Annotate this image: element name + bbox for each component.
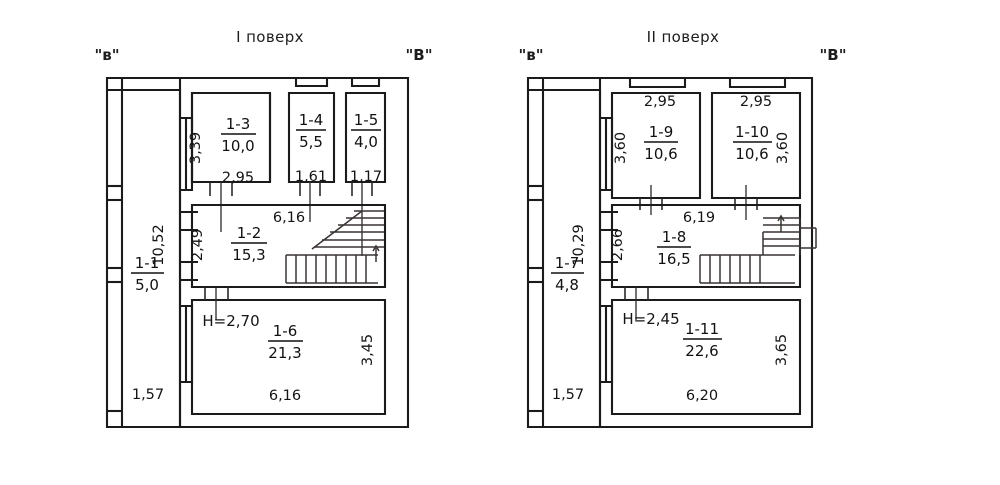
door-ticks-upper-floor-1 (209, 182, 373, 256)
room-1-9-area: 10,6 (644, 145, 677, 163)
room-1-3-area: 10,0 (221, 137, 254, 155)
dim-1-5-1-17: 1,17 (350, 169, 382, 185)
room-1-2-number: 1-2 (237, 224, 262, 242)
room-1-6-floor-1 (190, 287, 387, 416)
dim-1-3-2-95: 2,95 (222, 170, 254, 186)
room-1-10-floor-2 (710, 78, 802, 200)
dim-1-2-2-49: 2,49 (190, 229, 206, 261)
ceiling-height-floor-1: H=2,70 (202, 312, 259, 330)
dim-1-8-2-66: 2,66 (610, 229, 626, 261)
outer-walls-floor-2 (526, 76, 814, 429)
dim-1-9-2-95: 2,95 (644, 94, 676, 110)
plan-title-floor-2: II поверх (647, 28, 720, 46)
dim-bottom-1-57-floor-2: 1,57 (552, 387, 584, 403)
dim-1-10-2-95: 2,95 (740, 94, 772, 110)
dim-1-3-3-39: 3,39 (188, 132, 204, 164)
plan-floor-1: I поверх "в" "В" (94, 28, 433, 429)
staircase-floor-2 (699, 214, 817, 284)
room-1-11-number: 1-11 (685, 320, 719, 338)
dim-1-6-6-16: 6,16 (269, 388, 301, 404)
section-mark-right-floor-2: "В" (819, 46, 846, 64)
room-1-6-area: 21,3 (268, 344, 301, 362)
room-1-4-floor-1 (287, 78, 336, 184)
room-1-7-number: 1-7 (555, 254, 580, 272)
section-mark-left-floor-1: "в" (94, 46, 119, 64)
room-1-3-number: 1-3 (226, 115, 251, 133)
room-1-1-area: 5,0 (135, 276, 159, 294)
section-mark-right-floor-1: "В" (405, 46, 432, 64)
section-mark-left-floor-2: "в" (518, 46, 543, 64)
dim-1-10-3-60: 3,60 (775, 132, 791, 164)
room-1-7-area: 4,8 (555, 276, 579, 294)
room-1-8-number: 1-8 (662, 228, 687, 246)
room-1-2-area: 15,3 (232, 246, 265, 264)
dim-1-6-3-45: 3,45 (360, 334, 376, 366)
room-1-2-floor-1 (190, 203, 387, 289)
dim-1-2-6-16: 6,16 (273, 210, 305, 226)
dim-1-9-3-60: 3,60 (613, 132, 629, 164)
room-1-11-floor-2 (610, 287, 802, 416)
dim-left-10-52: 10,52 (151, 224, 167, 266)
dim-1-8-6-19: 6,19 (683, 210, 715, 226)
dim-bottom-1-57: 1,57 (132, 387, 164, 403)
room-1-9-floor-2 (610, 78, 702, 200)
room-1-10-area: 10,6 (735, 145, 768, 163)
ceiling-height-floor-2: H=2,45 (622, 310, 679, 328)
plan-title-floor-1: I поверх (236, 28, 304, 46)
outer-walls-floor-1 (105, 76, 410, 429)
dim-left-10-29: 10,29 (571, 224, 587, 266)
dim-1-11-6-20: 6,20 (686, 388, 718, 404)
room-1-10-number: 1-10 (735, 123, 769, 141)
dim-1-4-1-61: 1,61 (295, 169, 327, 185)
room-1-11-area: 22,6 (685, 342, 718, 360)
room-1-5-area: 4,0 (354, 133, 378, 151)
dimensions-floor-1: 10,52 1,57 1-1 5,0 2,49 1-2 15,3 6,16 3,… (131, 111, 382, 404)
plan-floor-2: II поверх "в" "В" (518, 28, 847, 429)
room-1-6-number: 1-6 (273, 322, 298, 340)
room-1-5-floor-1 (344, 78, 387, 184)
room-1-1-number: 1-1 (135, 254, 160, 272)
room-1-5-number: 1-5 (354, 111, 379, 129)
dimensions-floor-2: 10,29 1,57 1-7 4,8 2,66 1-8 16,5 6,19 3,… (551, 94, 791, 404)
staircase-floor-1 (285, 210, 384, 284)
room-1-4-number: 1-4 (299, 111, 324, 129)
room-1-9-number: 1-9 (649, 123, 674, 141)
room-1-3-floor-1 (190, 91, 272, 184)
room-1-8-floor-2 (610, 203, 802, 289)
room-1-4-area: 5,5 (299, 133, 323, 151)
dim-1-11-3-65: 3,65 (774, 334, 790, 366)
room-1-8-area: 16,5 (657, 250, 690, 268)
